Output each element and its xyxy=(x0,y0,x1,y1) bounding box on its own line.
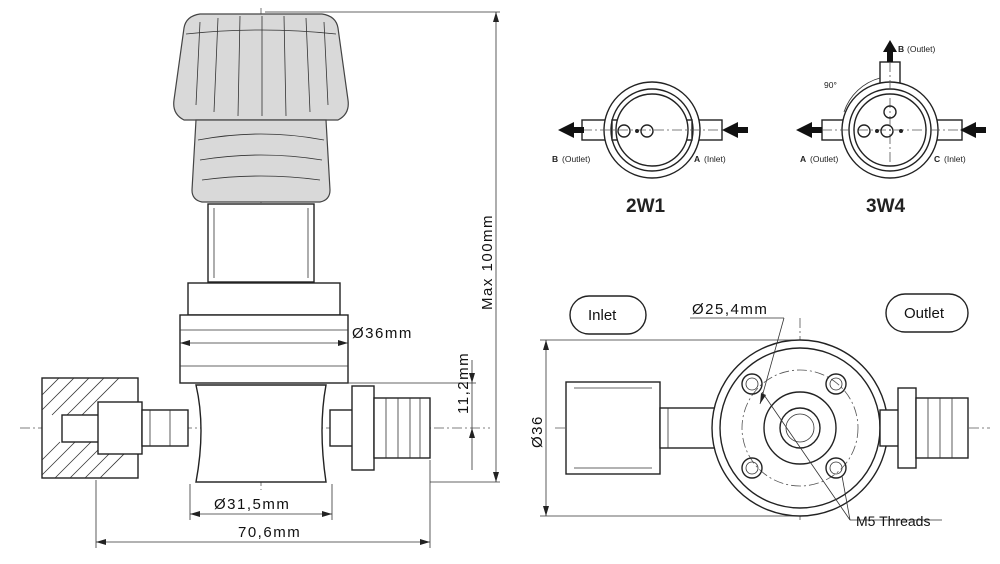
3w4-port-a-note: (Outlet) xyxy=(810,154,839,164)
3w4-angle: 90° xyxy=(824,80,837,90)
2w1-title: 2W1 xyxy=(626,196,666,217)
front-view: Inlet Outlet xyxy=(529,293,990,529)
arrow-left-icon xyxy=(558,122,584,138)
diameter-36-side-label: Ø36mm xyxy=(352,325,413,342)
adjustment-knob xyxy=(173,13,349,203)
3w4-port-c: C xyxy=(934,154,940,164)
dimension-diameter-36-front: Ø36 xyxy=(529,339,800,517)
arrow-left-icon xyxy=(722,122,748,138)
outlet-label: Outlet xyxy=(904,305,945,322)
dimension-diameter-31-5: Ø31,5mm xyxy=(189,484,333,520)
dimension-diameter-25-4: Ø25,4mm xyxy=(690,301,785,405)
2w1-port-b-note: (Outlet) xyxy=(562,154,591,164)
inlet-label: Inlet xyxy=(588,307,617,324)
side-view: Max 100mm Ø36mm 11,2mm Ø31,5mm xyxy=(20,8,500,548)
schematic-2w1: B (Outlet) A (Inlet) 2W1 xyxy=(552,81,748,217)
3w4-port-c-note: (Inlet) xyxy=(944,154,966,164)
dimension-offset-height: 11,2mm xyxy=(340,352,476,470)
m5-threads-label: M5 Threads xyxy=(856,513,930,529)
2w1-port-a: A xyxy=(694,154,700,164)
m5-threads-callout: M5 Threads xyxy=(761,391,942,529)
diameter-31-5-label: Ø31,5mm xyxy=(214,496,290,513)
2w1-port-a-note: (Inlet) xyxy=(704,154,726,164)
outlet-fitting xyxy=(329,385,431,471)
3w4-title: 3W4 xyxy=(866,196,906,217)
bonnet xyxy=(207,203,315,283)
arrow-up-icon xyxy=(883,40,897,62)
2w1-port-b: B xyxy=(552,154,558,164)
3w4-port-b-note: (Outlet) xyxy=(907,44,936,54)
dimension-max-height: Max 100mm xyxy=(265,11,500,483)
schematic-3w4: 90° B (Outlet) A (Outlet) C (Inlet) 3W4 xyxy=(796,40,986,217)
outlet-pill xyxy=(885,293,969,333)
3w4-port-b: B xyxy=(898,44,904,54)
inlet-pill xyxy=(569,295,647,335)
max-height-label: Max 100mm xyxy=(479,214,496,310)
offset-height-label: 11,2mm xyxy=(455,352,472,414)
arrow-left-icon xyxy=(960,122,986,138)
arrow-left-icon xyxy=(796,122,822,138)
3w4-port-a: A xyxy=(800,154,806,164)
length-70-6-label: 70,6mm xyxy=(238,524,301,541)
diameter-25-4-label: Ø25,4mm xyxy=(692,301,768,318)
regulator-body xyxy=(179,282,349,483)
dimension-diameter-36-side: Ø36mm xyxy=(180,325,413,346)
diameter-36-front-label: Ø36 xyxy=(529,415,546,448)
inlet-fitting xyxy=(41,377,189,479)
dimension-length-70-6: 70,6mm xyxy=(95,460,431,548)
